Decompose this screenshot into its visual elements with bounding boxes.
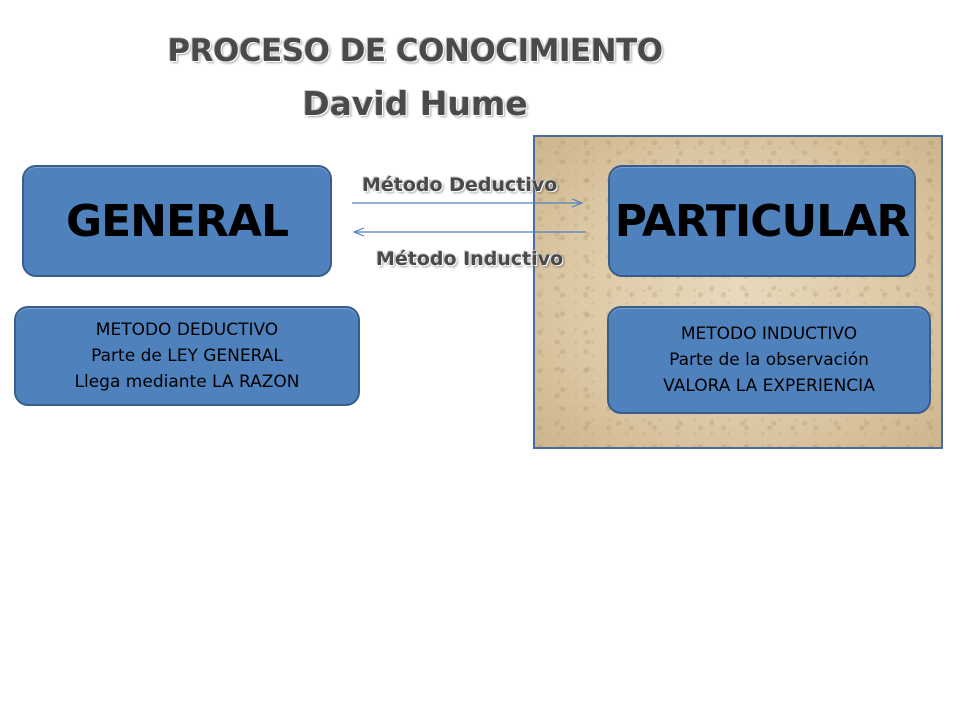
deductive-line-1: METODO DEDUCTIVO xyxy=(95,320,279,340)
particular-label: PARTICULAR xyxy=(614,195,911,247)
deductive-arrowhead xyxy=(571,198,584,208)
inductive-line-3: VALORA LA EXPERIENCIA xyxy=(663,376,875,396)
deductive-method-box: METODO DEDUCTIVO Parte de LEY GENERAL Ll… xyxy=(14,306,360,406)
general-box: GENERAL xyxy=(22,165,332,277)
inductive-method-box: METODO INDUCTIVO Parte de la observación… xyxy=(607,306,931,414)
inductive-line-1: METODO INDUCTIVO xyxy=(680,324,858,344)
deductive-line-3: Llega mediante LA RAZON xyxy=(74,372,300,392)
page-title: PROCESO DE CONOCIMIENTO xyxy=(167,33,663,69)
page-subtitle: David Hume xyxy=(302,84,528,123)
inductive-arrowhead xyxy=(352,227,365,237)
deductive-method-label: Método Deductivo xyxy=(362,174,558,196)
deductive-line-2: Parte de LEY GENERAL xyxy=(91,346,283,366)
inductive-line-2: Parte de la observación xyxy=(669,350,869,370)
particular-box: PARTICULAR xyxy=(608,165,916,277)
inductive-method-label: Método Inductivo xyxy=(376,248,564,270)
general-label: GENERAL xyxy=(65,195,289,247)
